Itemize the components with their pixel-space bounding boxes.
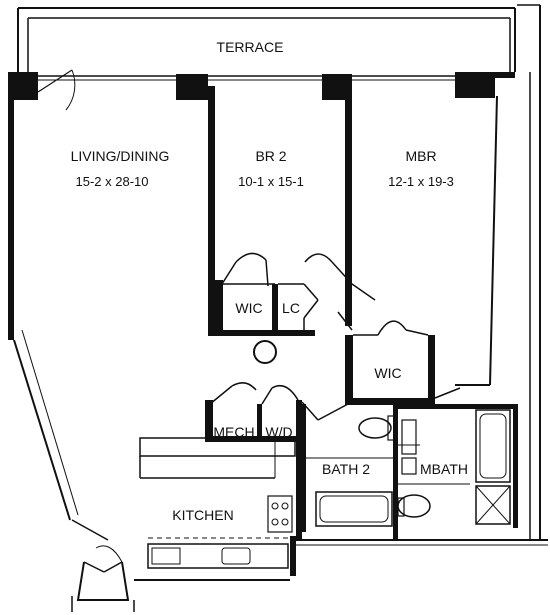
column-circle	[253, 340, 277, 364]
balcony-door-swing	[37, 69, 76, 111]
label-mbr: MBR	[405, 148, 436, 164]
label-terrace: TERRACE	[217, 39, 284, 55]
mbr-walls	[345, 95, 498, 405]
bedroom-door-swings	[304, 253, 376, 331]
label-mbr-dims: 12-1 x 19-3	[388, 174, 454, 189]
laundry-mech-walls	[205, 382, 349, 540]
kitchen-layout	[139, 437, 548, 576]
label-br2: BR 2	[255, 148, 286, 164]
label-living-dining-dims: 15-2 x 28-10	[76, 174, 149, 189]
entry-door	[71, 519, 290, 612]
left-wall	[8, 100, 79, 521]
label-kitchen: KITCHEN	[172, 507, 233, 523]
label-wd: W/D	[265, 424, 292, 440]
terrace-area	[17, 7, 516, 72]
label-living-dining: LIVING/DINING	[71, 148, 170, 164]
mbath-fixtures	[397, 404, 518, 528]
top-wall	[8, 72, 515, 100]
wic-br2-walls	[215, 252, 319, 336]
bath2-fixtures	[302, 404, 398, 540]
label-wic-mbr: WIC	[374, 365, 401, 381]
br2-walls	[208, 86, 352, 336]
exterior-wall-right	[517, 4, 541, 540]
label-wic-br2: WIC	[235, 300, 262, 316]
label-bath2: BATH 2	[322, 461, 370, 477]
label-mech: MECH	[213, 424, 254, 440]
label-br2-dims: 10-1 x 15-1	[238, 174, 304, 189]
label-lc: LC	[282, 300, 300, 316]
label-mbath: MBATH	[420, 461, 468, 477]
